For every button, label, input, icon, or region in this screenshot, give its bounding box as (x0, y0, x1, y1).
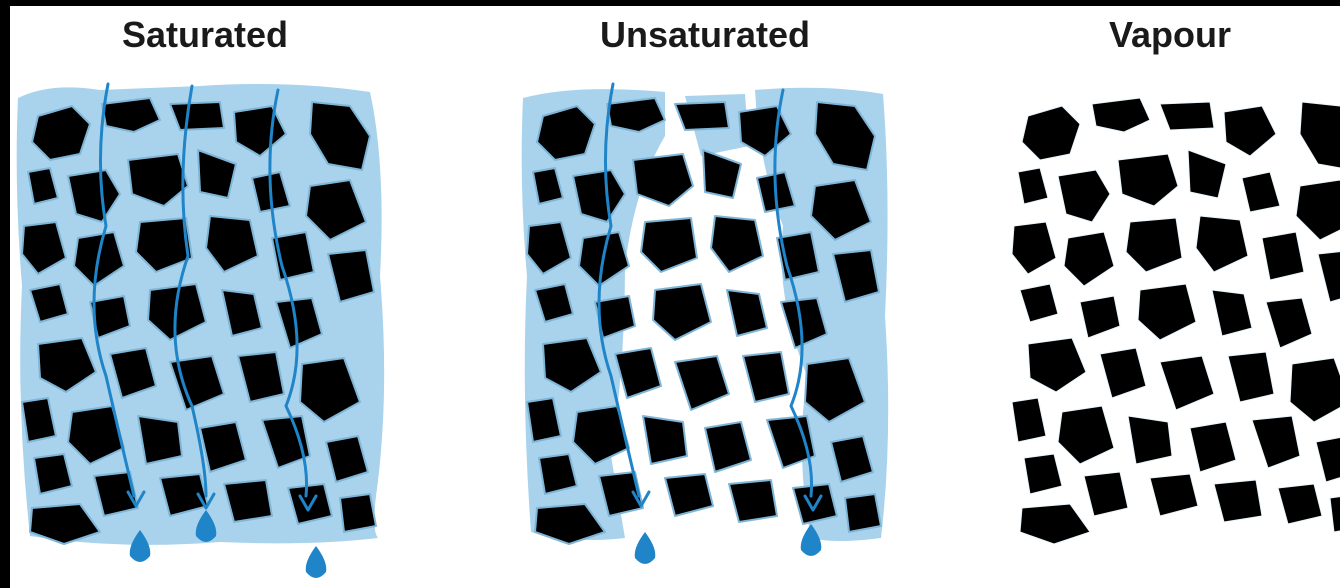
soil-particle (1126, 218, 1182, 272)
soil-particle (1330, 494, 1340, 532)
soil-particle (1128, 416, 1172, 464)
soil-particle (1058, 406, 1114, 464)
soil-particle (675, 102, 729, 130)
soil-particle (1020, 504, 1090, 544)
soil-particle (1160, 102, 1214, 130)
soil-particle (170, 102, 224, 130)
soil-particle (1318, 250, 1340, 302)
soil-particle (727, 290, 767, 336)
soil-particle (1300, 102, 1340, 170)
soil-particle (1296, 180, 1340, 240)
soil-particle (1266, 298, 1312, 348)
soil-particle (1028, 338, 1086, 392)
soil-particles (1012, 98, 1340, 544)
soil-particle (1012, 222, 1056, 274)
soil-particle (1252, 416, 1300, 468)
soil-particle (1018, 168, 1048, 204)
saturated-panel (10, 76, 390, 588)
soil-particle (1092, 98, 1150, 132)
soil-particle (1278, 484, 1322, 524)
soil-particle (1214, 480, 1262, 522)
soil-particle (1100, 348, 1146, 398)
soil-particle (665, 474, 713, 516)
soil-particle (1080, 296, 1120, 338)
soil-particle (1262, 232, 1304, 280)
water-drop-icon (635, 532, 656, 564)
soil-particle (1188, 150, 1226, 198)
soil-particle (1084, 472, 1128, 516)
soil-particle (675, 356, 729, 410)
soil-particle (705, 422, 751, 472)
soil-particle (1224, 106, 1276, 156)
soil-particle (711, 216, 763, 272)
unsaturated-panel (515, 76, 895, 588)
soil-particle (729, 480, 777, 522)
soil-particle (1012, 398, 1046, 442)
soil-particle (34, 454, 72, 494)
soil-particle (1212, 290, 1252, 336)
vapour-panel (1000, 76, 1340, 588)
soil-particle (1316, 436, 1340, 482)
soil-particle (1058, 170, 1110, 222)
soil-particle (340, 494, 376, 532)
title-vapour: Vapour (1010, 14, 1330, 56)
soil-particle (641, 218, 697, 272)
soil-particle (1138, 284, 1196, 340)
soil-particle (1150, 474, 1198, 516)
soil-particle (1196, 216, 1248, 272)
soil-particle (1064, 232, 1114, 286)
title-saturated: Saturated (45, 14, 365, 56)
soil-particle (1242, 172, 1280, 212)
soil-particle (653, 284, 711, 340)
soil-moisture-diagram: Saturated Unsaturated Vapour (10, 6, 1340, 588)
soil-particle (845, 494, 881, 532)
soil-particle (1190, 422, 1236, 472)
soil-particle (1160, 356, 1214, 410)
soil-particle (643, 416, 687, 464)
soil-particle (1118, 154, 1178, 206)
soil-particle (1024, 454, 1062, 494)
soil-particle (703, 150, 741, 198)
soil-particle (743, 352, 789, 402)
soil-particle (539, 454, 577, 494)
soil-particle (1022, 106, 1080, 160)
soil-particle (615, 348, 661, 398)
soil-particle (1290, 358, 1340, 422)
soil-particle (1020, 284, 1058, 322)
water-drop-icon (306, 546, 327, 578)
soil-particle (633, 154, 693, 206)
soil-particle (1228, 352, 1274, 402)
soil-particle (138, 416, 182, 464)
title-unsaturated: Unsaturated (545, 14, 865, 56)
